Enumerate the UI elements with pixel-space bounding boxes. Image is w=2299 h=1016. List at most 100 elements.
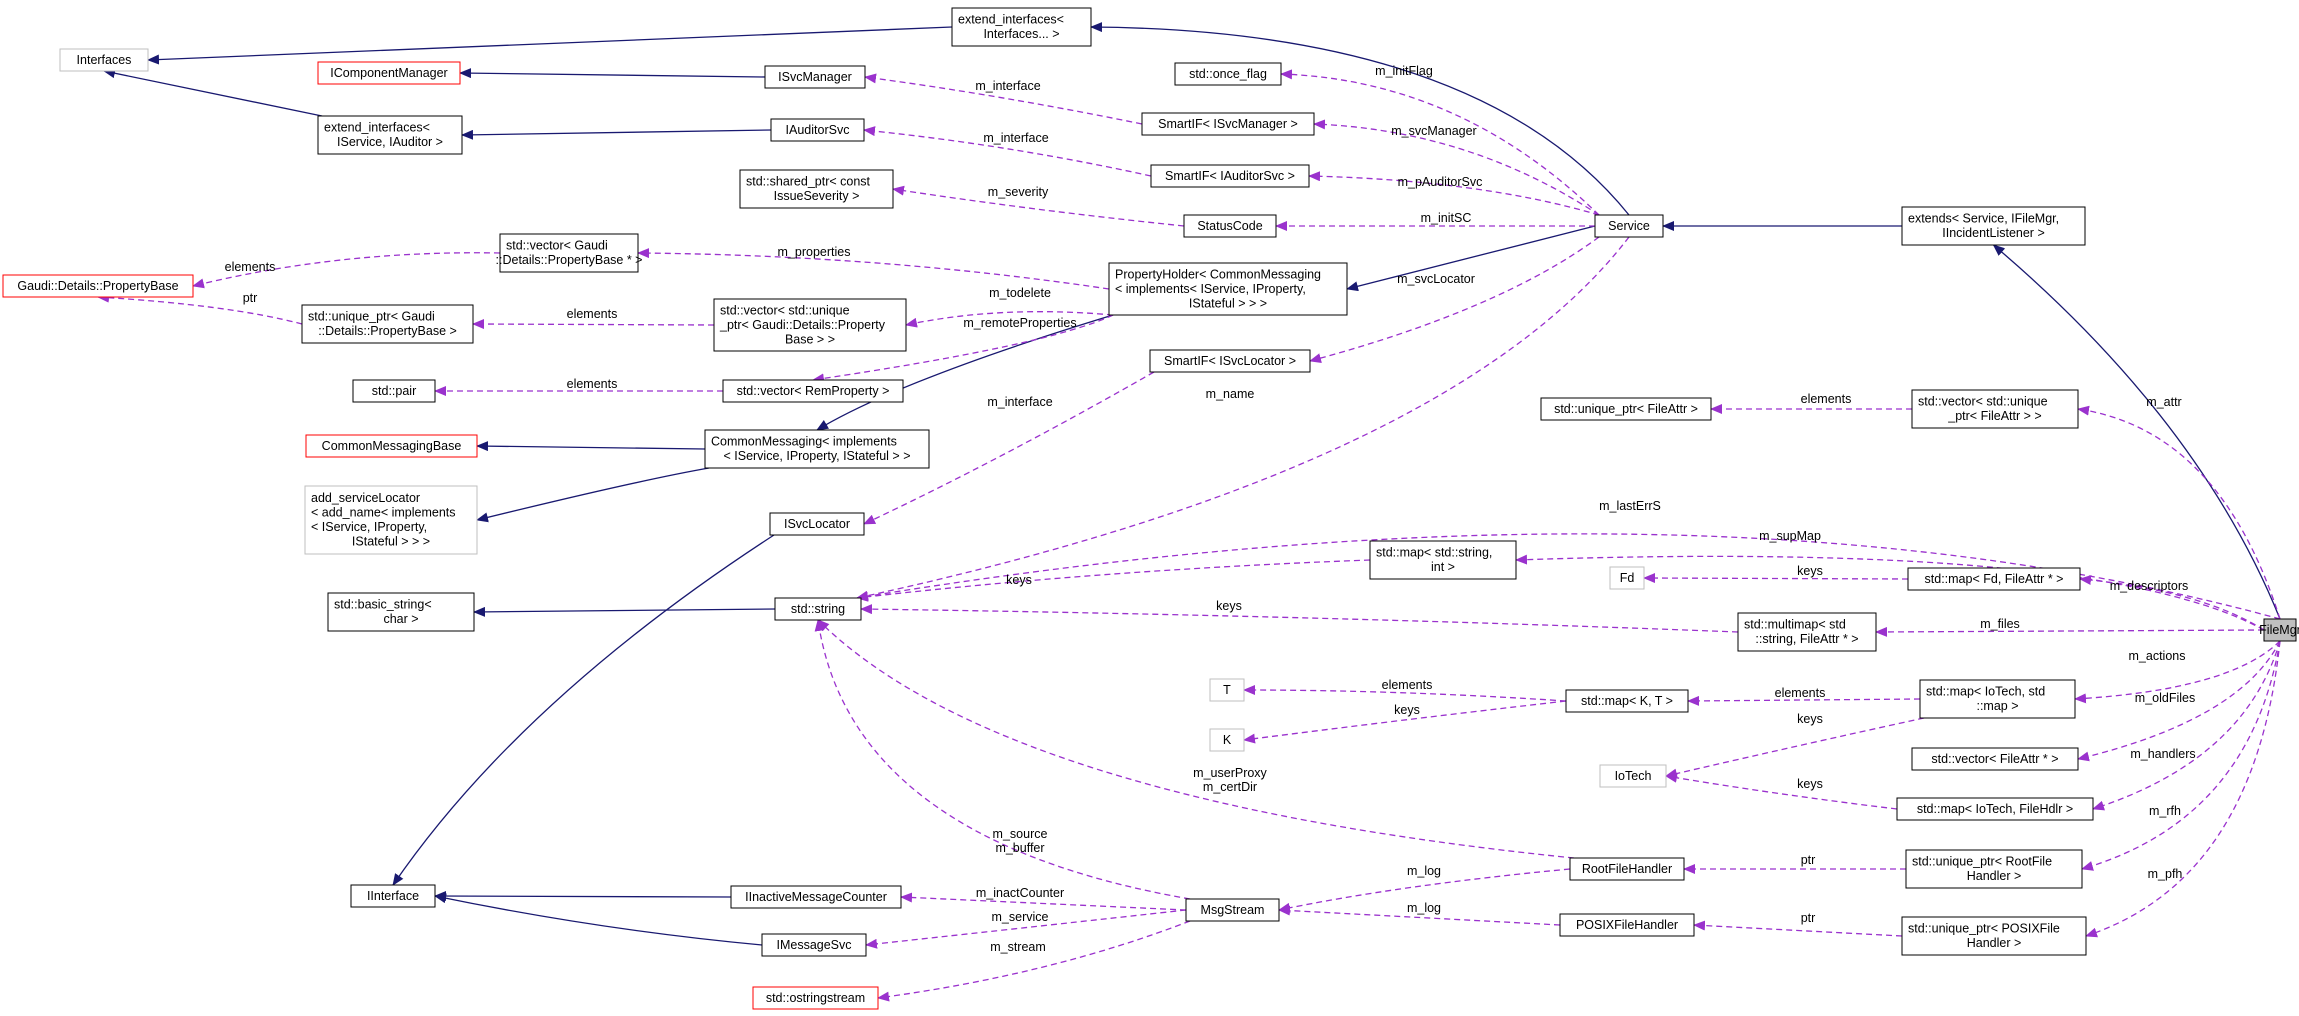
class-box[interactable] [59,48,149,72]
class-box[interactable] [305,434,478,458]
class-box[interactable] [1907,567,2081,591]
class-node-unique-ptr-posixfile-handler[interactable]: std::unique_ptr< POSIXFileHandler > [1901,916,2087,956]
class-node-std-string[interactable]: std::string [774,597,862,621]
class-box[interactable] [951,7,1092,47]
class-node-vector-unique-ptr-property-base[interactable]: std::vector< std::unique_ptr< Gaudi::Det… [713,298,907,352]
class-node-common-messaging[interactable]: CommonMessaging< implements< IService, I… [704,429,930,469]
class-box[interactable] [317,61,461,85]
class-node-unique-ptr-property-base[interactable]: std::unique_ptr< Gaudi::Details::Propert… [301,304,474,344]
class-box[interactable] [352,379,436,403]
class-box[interactable] [1901,206,2086,246]
class-box[interactable] [1209,678,1245,702]
class-node-service[interactable]: Service [1594,214,1664,238]
class-node-extend-interfaces-iauditor[interactable]: extend_interfaces<IService, IAuditor > [317,115,463,155]
class-node-std-basic-string[interactable]: std::basic_string<char > [327,592,475,632]
class-node-interfaces[interactable]: Interfaces [59,48,149,72]
class-box[interactable] [1141,112,1315,136]
class-node-vector-file-attr-ptr[interactable]: std::vector< FileAttr * > [1911,747,2079,771]
class-box[interactable] [1901,916,2087,956]
class-node-common-messaging-base[interactable]: CommonMessagingBase [305,434,478,458]
class-node-smart-if-isvc-manager[interactable]: SmartIF< ISvcManager > [1141,112,1315,136]
class-box[interactable] [1108,262,1348,316]
class-box[interactable] [1919,679,2076,719]
class-node-multimap[interactable]: std::multimap< std::string, FileAttr * > [1737,612,1877,652]
class-node-io-tech[interactable]: IoTech [1599,764,1667,788]
class-node-once-flag[interactable]: std::once_flag [1174,62,1282,86]
class-box[interactable] [722,379,904,403]
class-box[interactable] [770,118,865,142]
class-box[interactable] [327,592,475,632]
class-box[interactable] [499,233,639,273]
class-node-msg-stream[interactable]: MsgStream [1185,898,1280,922]
class-box[interactable] [1369,540,1517,580]
class-node-vector-rem-property[interactable]: std::vector< RemProperty > [722,379,904,403]
class-node-vector-property-base-ptr[interactable]: std::vector< Gaudi::Details::PropertyBas… [496,233,643,273]
class-node-map-k-t[interactable]: std::map< K, T > [1565,689,1689,713]
class-node-status-code[interactable]: StatusCode [1183,214,1277,238]
class-node-map-string-int[interactable]: std::map< std::string,int > [1369,540,1517,580]
class-node-posixfile-handler[interactable]: POSIXFileHandler [1559,913,1695,937]
class-node-property-holder[interactable]: PropertyHolder< CommonMessaging< impleme… [1108,262,1348,316]
class-node-isvc-locator[interactable]: ISvcLocator [769,512,865,536]
class-box[interactable] [1599,764,1667,788]
class-box[interactable] [713,298,907,352]
class-node-unique-ptr-file-attr[interactable]: std::unique_ptr< FileAttr > [1540,397,1712,421]
class-node-fd[interactable]: Fd [1609,566,1645,590]
class-box[interactable] [1183,214,1277,238]
class-node-file-mgr[interactable]: FileMgr [2259,618,2299,642]
class-node-k[interactable]: K [1209,728,1245,752]
class-node-vector-unique-ptr-file-attr[interactable]: std::vector< std::unique_ptr< FileAttr >… [1911,389,2079,429]
class-box[interactable] [304,485,478,555]
class-box[interactable] [2263,618,2297,642]
class-box[interactable] [1209,728,1245,752]
class-box[interactable] [2,274,194,298]
class-box[interactable] [1565,689,1689,713]
class-node-extend-interfaces-top[interactable]: extend_interfaces<Interfaces... > [951,7,1092,47]
class-box[interactable] [1150,164,1310,188]
class-node-map-io-tech-file-hdlr[interactable]: std::map< IoTech, FileHdlr > [1896,797,2094,821]
class-box[interactable] [1149,349,1311,373]
class-box[interactable] [1905,849,2083,889]
class-node-iauditor-svc[interactable]: IAuditorSvc [770,118,865,142]
class-box[interactable] [1594,214,1664,238]
class-node-add-service-locator[interactable]: add_serviceLocator< add_name< implements… [304,485,478,555]
class-node-smart-if-iauditor-svc[interactable]: SmartIF< IAuditorSvc > [1150,164,1310,188]
class-box[interactable] [752,986,879,1010]
class-node-t[interactable]: T [1209,678,1245,702]
class-node-root-file-handler[interactable]: RootFileHandler [1569,857,1685,881]
class-box[interactable] [764,65,866,89]
class-node-unique-ptr-root-file-handler[interactable]: std::unique_ptr< RootFileHandler > [1905,849,2083,889]
class-node-gaudi-property-base[interactable]: Gaudi::Details::PropertyBase [2,274,194,298]
class-box[interactable] [1896,797,2094,821]
class-box[interactable] [1540,397,1712,421]
class-node-ostringstream[interactable]: std::ostringstream [752,986,879,1010]
class-box[interactable] [774,597,862,621]
class-box[interactable] [1911,747,2079,771]
class-box[interactable] [301,304,474,344]
class-box[interactable] [317,115,463,155]
class-node-isvc-manager[interactable]: ISvcManager [764,65,866,89]
class-box[interactable] [1911,389,2079,429]
class-box[interactable] [1559,913,1695,937]
class-node-iinactive-message-counter[interactable]: IInactiveMessageCounter [730,885,902,909]
class-node-smart-if-isvc-locator[interactable]: SmartIF< ISvcLocator > [1149,349,1311,373]
class-box[interactable] [1174,62,1282,86]
class-node-iinterface[interactable]: IInterface [350,884,436,908]
class-node-std-pair[interactable]: std::pair [352,379,436,403]
class-box[interactable] [1737,612,1877,652]
class-box[interactable] [730,885,902,909]
class-box[interactable] [769,512,865,536]
class-node-extends[interactable]: extends< Service, IFileMgr,IIncidentList… [1901,206,2086,246]
class-box[interactable] [1569,857,1685,881]
class-node-icomponent-manager[interactable]: IComponentManager [317,61,461,85]
class-node-map-fd[interactable]: std::map< Fd, FileAttr * > [1907,567,2081,591]
class-box[interactable] [1185,898,1280,922]
class-box[interactable] [1609,566,1645,590]
class-box[interactable] [761,933,867,957]
class-box[interactable] [739,169,894,209]
class-node-imessage-svc[interactable]: IMessageSvc [761,933,867,957]
class-node-map-io-tech-map[interactable]: std::map< IoTech, std::map > [1919,679,2076,719]
class-box[interactable] [704,429,930,469]
class-box[interactable] [350,884,436,908]
